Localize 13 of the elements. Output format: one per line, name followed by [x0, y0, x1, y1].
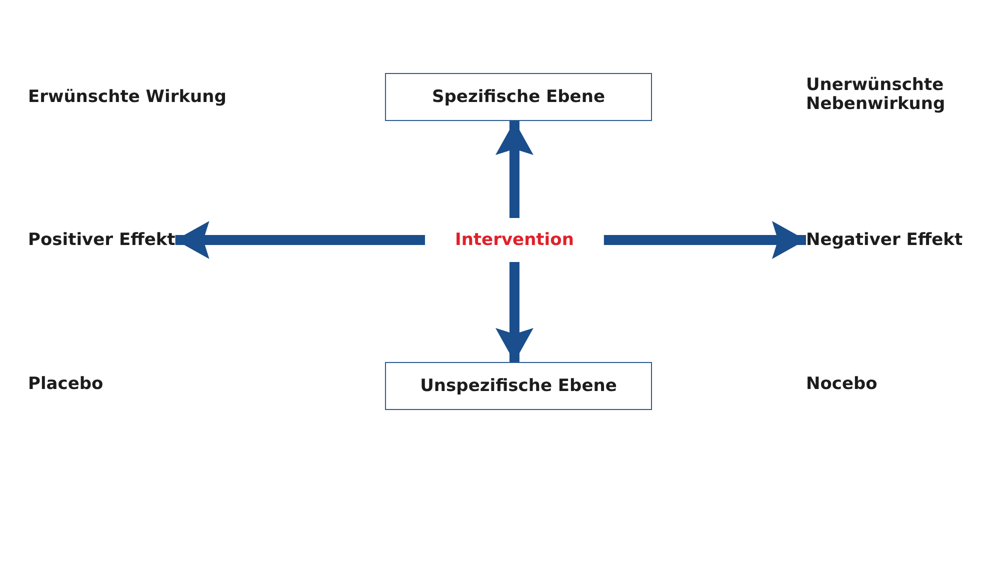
arrow	[495, 121, 534, 218]
category-label: Placebo	[28, 375, 104, 394]
center-label: Intervention	[455, 230, 574, 250]
category-label: Unerwünschte Nebenwirkung	[806, 76, 946, 114]
category-label: Erwünschte Wirkung	[28, 88, 228, 107]
category-label: Nocebo	[806, 375, 878, 394]
arrow	[604, 221, 806, 259]
effect-label: Positiver Effekt	[28, 230, 176, 250]
level-box: Spezifische Ebene	[385, 73, 652, 121]
arrow	[495, 262, 534, 362]
arrow	[175, 221, 425, 259]
effect-label: Negativer Effekt	[806, 230, 963, 250]
level-box: Unspezifische Ebene	[385, 362, 652, 410]
